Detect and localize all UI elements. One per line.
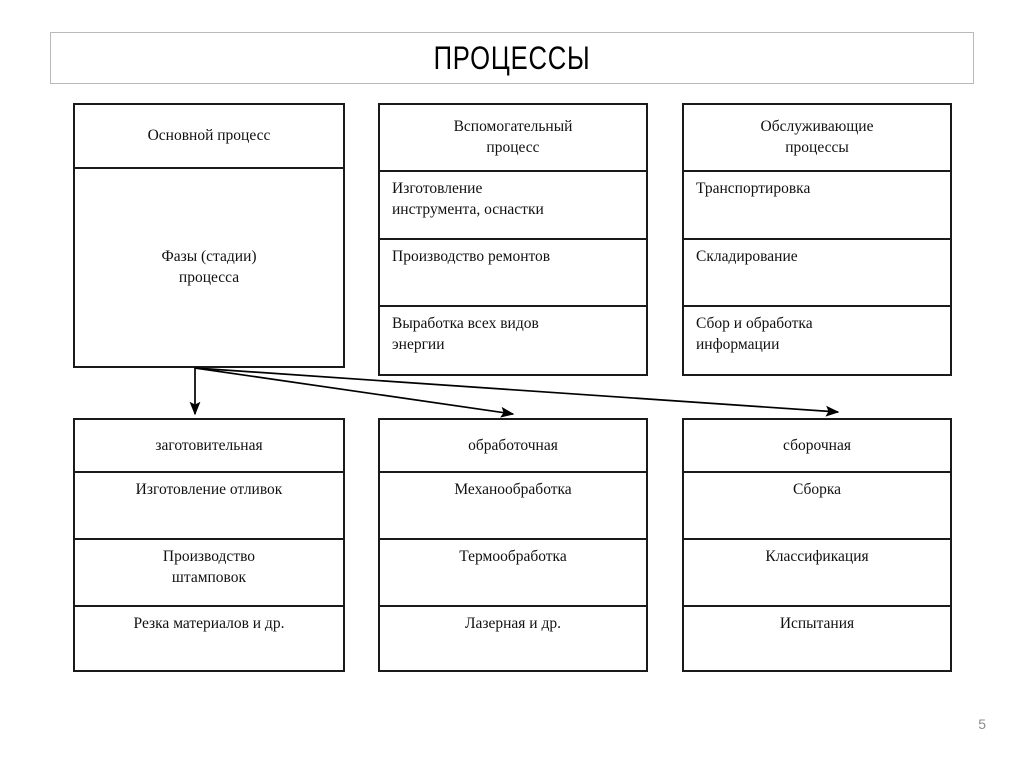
table-machining-stage: обработочная Механообработка Термообрабо…: [378, 418, 648, 672]
cell-text: Лазерная и др.: [464, 615, 561, 632]
cell-text: Термообработка: [459, 548, 567, 565]
cell-text: заготовительная: [155, 436, 263, 454]
table-header-cell: обработочная: [380, 420, 646, 473]
table-row: Классификация: [684, 540, 950, 607]
cell-text: Классификация: [765, 548, 869, 565]
slide-title-box: ПРОЦЕССЫ: [50, 32, 974, 84]
cell-text: Механообработка: [454, 481, 572, 498]
table-procurement-stage: заготовительная Изготовление отливок Про…: [73, 418, 345, 672]
table-header-cell: заготовительная: [75, 420, 343, 473]
cell-text: Складирование: [696, 248, 798, 265]
cell-text: Испытания: [779, 615, 855, 632]
page-title: ПРОЦЕССЫ: [433, 39, 591, 76]
cell-text: Изготовление отливок: [135, 481, 283, 498]
table-row: Изготовление отливок: [75, 473, 343, 540]
table-assembly-stage: сборочная Сборка Классификация Испытания: [682, 418, 952, 672]
cell-text: Транспортировка: [696, 180, 811, 197]
table-row: Лазерная и др.: [380, 607, 646, 670]
table-row: Термообработка: [380, 540, 646, 607]
table-row: Производство ремонтов: [380, 240, 646, 307]
table-row: Сборка: [684, 473, 950, 540]
cell-text: Фазы (стадии)процесса: [161, 248, 257, 286]
table-row: Транспортировка: [684, 172, 950, 240]
cell-text: сборочная: [783, 436, 851, 454]
cell-text: Производство ремонтов: [392, 248, 551, 265]
table-header-cell: Основной процесс: [75, 105, 343, 169]
table-row: Фазы (стадии)процесса: [75, 169, 343, 366]
table-row: Испытания: [684, 607, 950, 670]
cell-text: Основной процесс: [147, 127, 271, 145]
cell-text: обработочная: [468, 436, 558, 454]
cell-text: Резка материалов и др.: [133, 615, 285, 632]
table-row: Механообработка: [380, 473, 646, 540]
page-number: 5: [978, 716, 986, 732]
cell-text: Сборка: [792, 481, 842, 498]
table-row: Складирование: [684, 240, 950, 307]
table-header-cell: сборочная: [684, 420, 950, 473]
table-main-process: Основной процесс Фазы (стадии)процесса: [73, 103, 345, 368]
table-row: Резка материалов и др.: [75, 607, 343, 670]
